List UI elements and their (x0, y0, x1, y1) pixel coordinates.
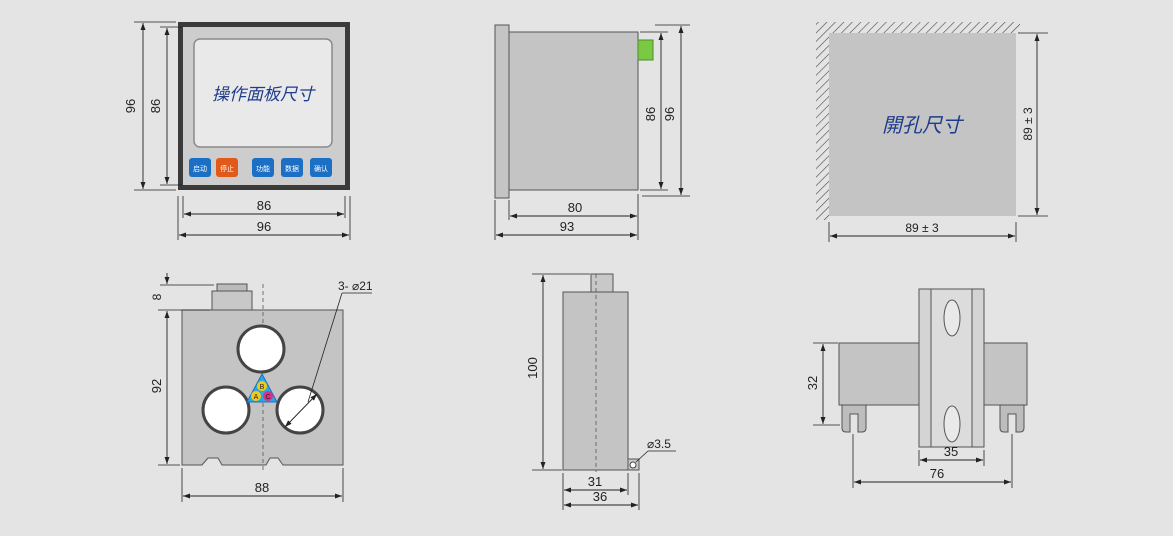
dim-total-width: 93 (560, 219, 574, 234)
dim-rail-width: 35 (944, 444, 958, 459)
dim-top: 8 (150, 293, 164, 300)
phase-c-hole (275, 385, 325, 435)
data-button-label: 数据 (285, 164, 299, 173)
rail-slot-top (943, 299, 961, 337)
phase-a-label: A (254, 394, 259, 401)
phase-c-label: C (265, 394, 270, 401)
phase-b-hole (236, 324, 286, 374)
side-view: 86 96 80 93 (494, 24, 690, 240)
panel-buttons: 启动 停止 功能 数据 确认 (189, 158, 332, 177)
top-connector (590, 273, 614, 293)
diameter-line (284, 393, 318, 428)
cutout-area (829, 33, 1016, 216)
dim-inner-width: 31 (588, 474, 602, 489)
phase-triangle-icon: B A C (246, 372, 278, 403)
confirm-button[interactable] (310, 158, 332, 177)
left-clip (841, 404, 867, 433)
start-button-label: 启动 (193, 164, 207, 173)
top-connector (216, 283, 248, 292)
right-clip (999, 404, 1025, 433)
start-button[interactable] (189, 158, 211, 177)
dim-outer-width: 96 (257, 219, 271, 234)
confirm-button-label: 确认 (314, 164, 328, 173)
data-button[interactable] (281, 158, 303, 177)
dim-inner-width: 86 (257, 198, 271, 213)
dim-outer-width: 36 (593, 489, 607, 504)
dim-outer-height: 96 (123, 99, 138, 113)
function-button-label: 功能 (256, 164, 270, 173)
dim-body-width: 80 (568, 200, 582, 215)
phase-a-hole (201, 385, 251, 435)
transformer-side-view: ⌀3.5 100 31 36 (525, 273, 676, 510)
dim-inner-height: 86 (643, 107, 658, 121)
dim-outer-height: 96 (662, 107, 677, 121)
dim-cutout-width: 89 ± 3 (905, 221, 939, 235)
hole-diameter-label: 3- ⌀21 (338, 279, 373, 293)
case-body (508, 31, 639, 191)
front-panel-view: 操作面板尺寸 启动 停止 功能 数据 确认 96 86 86 96 (123, 21, 351, 240)
dim-height: 32 (805, 376, 820, 390)
rail-slot-bottom (943, 405, 961, 443)
dim-width: 88 (255, 480, 269, 495)
panel-size-label: 操作面板尺寸 (212, 85, 316, 105)
transformer-side-body (562, 291, 629, 471)
dim-cutout-height: 89 ± 3 (1021, 107, 1035, 141)
stop-button-label: 停止 (220, 164, 234, 173)
front-bezel (494, 24, 510, 199)
dim-height: 100 (525, 357, 540, 379)
phase-b-label: B (260, 384, 265, 391)
hole-size-label: ⌀3.5 (647, 437, 671, 451)
display-window (193, 38, 333, 148)
dim-inner-height: 86 (148, 99, 163, 113)
terminal-indicator (637, 39, 654, 61)
dim-height: 92 (149, 379, 164, 393)
stop-button[interactable] (216, 158, 238, 177)
cutout-size-label: 開孔尺寸 (882, 113, 965, 137)
dim-total-width: 76 (930, 466, 944, 481)
top-connector-base (211, 290, 253, 311)
cutout-view: 開孔尺寸 89 ± 3 89 ± 3 (816, 22, 1048, 242)
mount-hole (629, 461, 637, 469)
rail-mount-view: 32 35 76 (805, 288, 1028, 488)
function-button[interactable] (252, 158, 274, 177)
transformer-front-view: B A C 3- ⌀21 8 92 88 (149, 273, 373, 502)
